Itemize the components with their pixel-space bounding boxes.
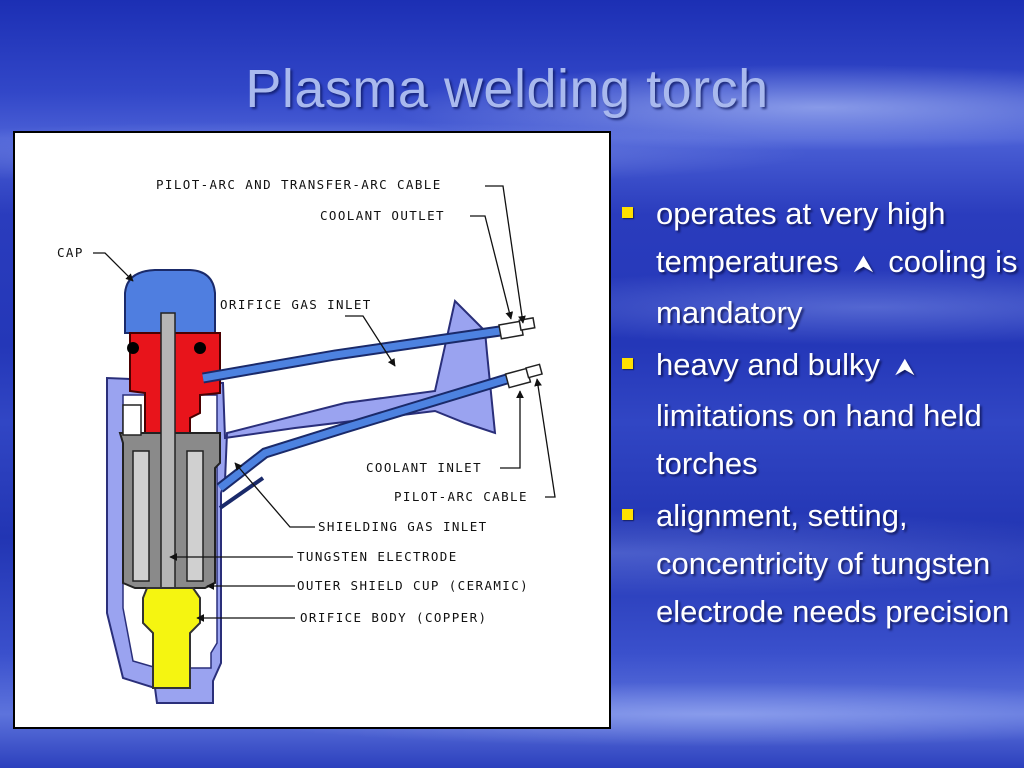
- bullet-text: limitations on hand held torches: [656, 398, 982, 481]
- bullet-text: operates at very high temperatures: [656, 196, 946, 279]
- label-orifice-body: ORIFICE BODY (COPPER): [300, 610, 487, 625]
- label-tungsten-electrode: TUNGSTEN ELECTRODE: [297, 549, 458, 564]
- bullet-item: heavy and bulky ⮝ limitations on hand he…: [618, 341, 1018, 488]
- torch-diagram-figure: PILOT-ARC AND TRANSFER-ARC CABLE COOLANT…: [13, 131, 611, 729]
- bullet-item: alignment, setting, concentricity of tun…: [618, 492, 1018, 636]
- bullet-text: cooling is mandatory: [656, 244, 1018, 330]
- label-coolant-inlet: COOLANT INLET: [366, 460, 482, 475]
- label-pilot-arc-cable: PILOT-ARC CABLE: [394, 489, 528, 504]
- torch-diagram: PILOT-ARC AND TRANSFER-ARC CABLE COOLANT…: [57, 177, 556, 704]
- label-outer-shield-cup: OUTER SHIELD CUP (CERAMIC): [297, 578, 529, 593]
- bullet-item: operates at very high temperatures ⮝ coo…: [618, 190, 1018, 337]
- arrow-up-icon: ⮝: [894, 354, 916, 381]
- label-pilot-transfer-cable: PILOT-ARC AND TRANSFER-ARC CABLE: [156, 177, 442, 192]
- bullet-text: alignment, setting, concentricity of tun…: [656, 498, 1010, 629]
- bullet-square-icon: [622, 509, 633, 520]
- label-shielding-gas-inlet: SHIELDING GAS INLET: [318, 519, 488, 534]
- label-coolant-outlet: COOLANT OUTLET: [320, 208, 445, 223]
- bullet-list: operates at very high temperatures ⮝ coo…: [618, 190, 1018, 640]
- slide-title: Plasma welding torch: [245, 59, 769, 119]
- bullet-square-icon: [622, 207, 633, 218]
- label-cap: CAP: [57, 245, 84, 260]
- label-orifice-gas-inlet: ORIFICE GAS INLET: [220, 297, 372, 312]
- orifice-body: [142, 587, 201, 689]
- arrow-up-icon: ⮝: [853, 251, 874, 278]
- bullet-square-icon: [622, 358, 633, 369]
- bullet-text: heavy and bulky: [656, 347, 881, 382]
